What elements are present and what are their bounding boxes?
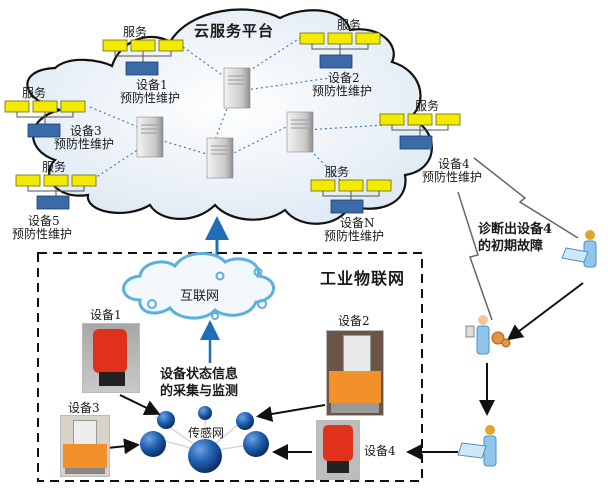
swirl-decorations (147, 267, 267, 320)
device1-arrow (119, 394, 161, 415)
service-label: 服务 (337, 18, 362, 32)
service-connector (322, 191, 380, 200)
service-box (338, 179, 364, 192)
sensor-node (236, 412, 254, 430)
wireless-link (457, 191, 493, 321)
device4-photo (316, 420, 360, 480)
service-label: 服务 (42, 160, 67, 174)
engineer-with-tablet-icon (561, 230, 597, 268)
service-box (310, 179, 336, 192)
service-label: 服务 (123, 25, 148, 39)
wireless-link (473, 157, 579, 239)
iiot-title: 工业物联网 (320, 269, 406, 288)
service-group (4, 100, 86, 138)
sensor-node (140, 431, 166, 457)
server-icon (223, 67, 251, 109)
diagnosis-label-line1: 诊断出设备4 (478, 222, 553, 237)
internet-label: 互联网 (180, 289, 220, 304)
maint-label: 预防性维护 (12, 227, 73, 241)
service-box (71, 174, 97, 187)
collect-label-line2: 的采集与监测 (160, 384, 239, 399)
sensor-node (198, 406, 212, 420)
internet-cloud-shape (122, 251, 275, 320)
service-box (4, 100, 30, 113)
service-label: 服务 (325, 165, 350, 179)
server-icon (206, 137, 234, 179)
device-label: 设备3 (70, 124, 102, 138)
device1-label: 设备1 (90, 308, 122, 322)
device-box (330, 199, 364, 214)
service-box (379, 113, 405, 126)
service-box (355, 32, 381, 45)
service-box (407, 113, 433, 126)
service-box (130, 39, 156, 52)
device-box (399, 135, 433, 150)
service-group (379, 113, 461, 150)
service-box (366, 179, 392, 192)
service-connector (391, 125, 449, 136)
device-box (36, 195, 70, 210)
device3-photo (60, 415, 110, 477)
service-box (43, 174, 69, 187)
device2-photo (326, 330, 384, 416)
service-group (102, 39, 184, 76)
sensor-net-label: 传感网 (188, 426, 225, 440)
maint-label: 预防性维护 (324, 229, 385, 243)
device3-arrow (106, 438, 140, 455)
maint-label: 预防性维护 (312, 84, 373, 98)
maintenance-worker-with-gears-icon (465, 315, 511, 355)
device-box (125, 61, 159, 76)
engineer-to-worker-arrow (506, 282, 584, 341)
technician-with-tablet-icon (457, 425, 497, 467)
device-box (27, 123, 61, 138)
service-connector (114, 51, 172, 62)
device3-label: 设备3 (68, 401, 100, 415)
service-connector (311, 44, 369, 55)
service-box (327, 32, 353, 45)
service-box (32, 100, 58, 113)
iiot-boundary (37, 252, 423, 482)
device-label: 设备5 (28, 214, 60, 228)
service-label: 服务 (22, 86, 47, 100)
service-group (15, 174, 97, 210)
server-icon (286, 111, 314, 153)
service-group (299, 32, 381, 69)
maint-label: 预防性维护 (54, 137, 115, 151)
device-label: 设备1 (136, 78, 168, 92)
service-box (60, 100, 86, 113)
device4-label: 设备4 (364, 444, 396, 458)
device-label: 设备4 (438, 157, 470, 171)
collect-label-line1: 设备状态信息 (160, 367, 239, 382)
sensor-node (157, 411, 175, 429)
service-group (310, 179, 392, 214)
device2-label: 设备2 (338, 314, 370, 328)
service-box (158, 39, 184, 52)
maint-label: 预防性维护 (422, 170, 483, 184)
device1-photo (82, 323, 140, 393)
service-box (435, 113, 461, 126)
sensor-node (188, 439, 222, 473)
service-box (102, 39, 128, 52)
service-connector (27, 186, 85, 196)
service-label: 服务 (415, 99, 440, 113)
device-label: 设备2 (328, 71, 360, 85)
device-box (319, 54, 353, 69)
device-label: 设备N (340, 216, 375, 230)
cloud-platform-title: 云服务平台 (194, 22, 275, 40)
sensor-node (243, 431, 269, 457)
device2-arrow (256, 404, 326, 422)
service-box (15, 174, 41, 187)
maint-label: 预防性维护 (120, 91, 181, 105)
diagnosis-label-line2: 的初期故障 (478, 239, 544, 254)
server-icon (136, 116, 164, 158)
service-box (299, 32, 325, 45)
service-connector (16, 112, 74, 124)
